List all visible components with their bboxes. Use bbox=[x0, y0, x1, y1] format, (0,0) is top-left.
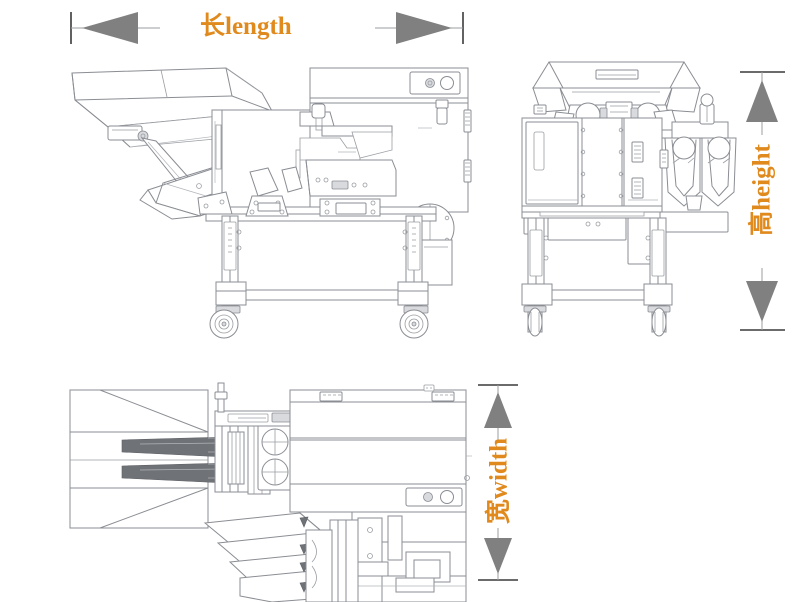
dimension-label-length: 长length bbox=[200, 13, 292, 40]
dimension-length-arrows bbox=[70, 12, 464, 44]
dimension-height-arrows bbox=[740, 71, 785, 331]
dimension-label-height: 高height bbox=[748, 144, 776, 236]
side-elevation-view bbox=[71, 67, 472, 339]
dimension-label-width: 宽width bbox=[485, 437, 513, 525]
front-elevation-view bbox=[521, 61, 737, 337]
top-plan-view bbox=[69, 382, 472, 602]
dimension-width-arrows bbox=[478, 384, 518, 581]
